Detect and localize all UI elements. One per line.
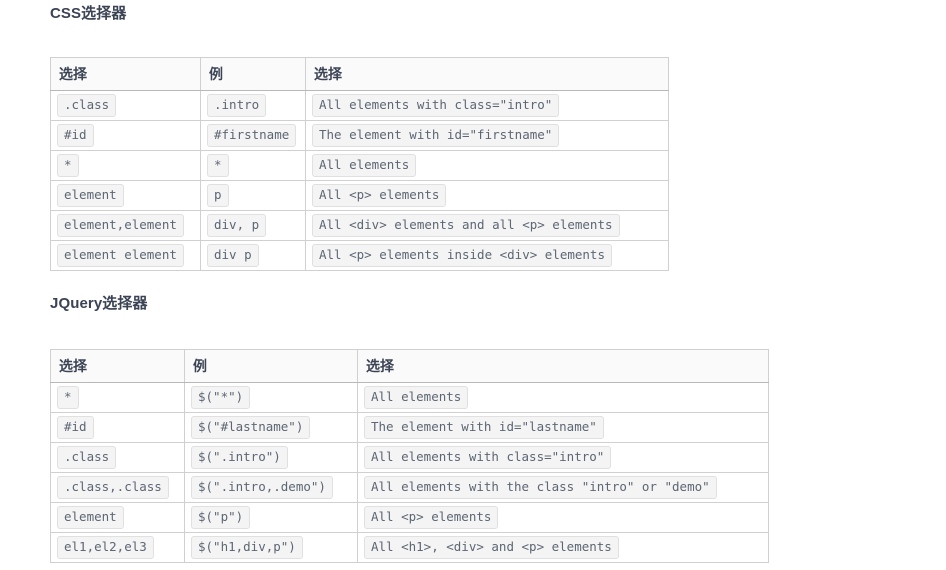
code-chip-example: $("*") — [191, 386, 251, 409]
code-chip-selector: element,element — [57, 214, 184, 237]
code-chip-selector: element — [57, 184, 124, 207]
code-chip-description: All elements — [364, 386, 469, 409]
code-chip-example: div p — [207, 244, 259, 267]
jquery-selector-table: 选择 例 选择 * $("*") All elements #id $("#la… — [50, 349, 769, 563]
cell-example: $(".intro,.demo") — [184, 472, 358, 503]
code-chip-description: All <h1>, <div> and <p> elements — [364, 536, 619, 559]
code-chip-selector: .class,.class — [57, 476, 169, 499]
code-chip-selector: #id — [57, 416, 94, 439]
cell-description: All <p> elements inside <div> elements — [305, 240, 669, 271]
cell-description: All elements — [357, 382, 769, 413]
table-row: * $("*") All elements — [50, 382, 769, 413]
column-header-example: 例 — [184, 349, 358, 383]
column-header-selector: 选择 — [50, 349, 185, 383]
cell-selector: element,element — [50, 210, 201, 241]
cell-selector: element — [50, 502, 185, 533]
cell-description: All elements — [305, 150, 669, 181]
table-header-row: 选择 例 选择 — [50, 349, 769, 383]
table-row: el1,el2,el3 $("h1,div,p") All <h1>, <div… — [50, 532, 769, 563]
table-row: element $("p") All <p> elements — [50, 502, 769, 533]
table-row: .class .intro All elements with class="i… — [50, 90, 669, 121]
table-row: .class,.class $(".intro,.demo") All elem… — [50, 472, 769, 503]
code-chip-description: All elements with the class "intro" or "… — [364, 476, 717, 499]
code-chip-selector: element — [57, 506, 124, 529]
cell-selector: * — [50, 150, 201, 181]
code-chip-description: All elements with class="intro" — [364, 446, 612, 469]
code-chip-example: $("p") — [191, 506, 251, 529]
cell-example: #firstname — [200, 120, 306, 151]
code-chip-example: div, p — [207, 214, 267, 237]
cell-selector: #id — [50, 412, 185, 443]
code-chip-description: All <p> elements — [364, 506, 499, 529]
column-header-selector: 选择 — [50, 57, 201, 91]
cell-selector: element — [50, 180, 201, 211]
cell-description: The element with id="lastname" — [357, 412, 769, 443]
cell-description: All elements with class="intro" — [305, 90, 669, 121]
cell-description: All elements with the class "intro" or "… — [357, 472, 769, 503]
cell-selector: el1,el2,el3 — [50, 532, 185, 563]
column-header-description: 选择 — [305, 57, 669, 91]
code-chip-description: The element with id="firstname" — [312, 124, 560, 147]
code-chip-description: All <p> elements inside <div> elements — [312, 244, 612, 267]
cell-example: $("p") — [184, 502, 358, 533]
code-chip-example: $(".intro,.demo") — [191, 476, 333, 499]
cell-description: All <h1>, <div> and <p> elements — [357, 532, 769, 563]
code-chip-selector: el1,el2,el3 — [57, 536, 154, 559]
column-header-description: 选择 — [357, 349, 769, 383]
code-chip-description: The element with id="lastname" — [364, 416, 604, 439]
table-row: .class $(".intro") All elements with cla… — [50, 442, 769, 473]
code-chip-example: $("h1,div,p") — [191, 536, 303, 559]
code-chip-example: $(".intro") — [191, 446, 288, 469]
cell-example: p — [200, 180, 306, 211]
page-title-css-selectors: CSS选择器 — [50, 5, 127, 22]
code-chip-selector: #id — [57, 124, 94, 147]
code-chip-description: All elements — [312, 154, 417, 177]
cell-example: $("h1,div,p") — [184, 532, 358, 563]
code-chip-selector: .class — [57, 94, 117, 117]
table-row: element,element div, p All <div> element… — [50, 210, 669, 241]
code-chip-description: All <div> elements and all <p> elements — [312, 214, 620, 237]
code-chip-selector: .class — [57, 446, 117, 469]
cell-selector: .class — [50, 442, 185, 473]
cell-description: All elements with class="intro" — [357, 442, 769, 473]
page-title-jquery-selectors: JQuery选择器 — [50, 295, 148, 312]
code-chip-example: * — [207, 154, 229, 177]
cell-example: $("#lastname") — [184, 412, 358, 443]
cell-example: div, p — [200, 210, 306, 241]
cell-example: $("*") — [184, 382, 358, 413]
code-chip-description: All <p> elements — [312, 184, 447, 207]
table-row: element p All <p> elements — [50, 180, 669, 211]
code-chip-selector: element element — [57, 244, 184, 267]
table-row: element element div p All <p> elements i… — [50, 240, 669, 271]
table-row: #id #firstname The element with id="firs… — [50, 120, 669, 151]
code-chip-selector: * — [57, 386, 79, 409]
cell-selector: .class — [50, 90, 201, 121]
cell-selector: element element — [50, 240, 201, 271]
code-chip-example: $("#lastname") — [191, 416, 311, 439]
cell-example: div p — [200, 240, 306, 271]
cell-selector: .class,.class — [50, 472, 185, 503]
cell-description: All <p> elements — [305, 180, 669, 211]
cell-example: * — [200, 150, 306, 181]
cell-selector: * — [50, 382, 185, 413]
table-row: * * All elements — [50, 150, 669, 181]
cell-description: The element with id="firstname" — [305, 120, 669, 151]
code-chip-selector: * — [57, 154, 79, 177]
code-chip-example: .intro — [207, 94, 267, 117]
cell-description: All <div> elements and all <p> elements — [305, 210, 669, 241]
code-chip-example: p — [207, 184, 229, 207]
code-chip-description: All elements with class="intro" — [312, 94, 560, 117]
cell-selector: #id — [50, 120, 201, 151]
table-header-row: 选择 例 选择 — [50, 57, 669, 91]
css-selector-table: 选择 例 选择 .class .intro All elements with … — [50, 57, 669, 271]
column-header-example: 例 — [200, 57, 306, 91]
cell-example: $(".intro") — [184, 442, 358, 473]
table-row: #id $("#lastname") The element with id="… — [50, 412, 769, 443]
cell-example: .intro — [200, 90, 306, 121]
cell-description: All <p> elements — [357, 502, 769, 533]
code-chip-example: #firstname — [207, 124, 297, 147]
